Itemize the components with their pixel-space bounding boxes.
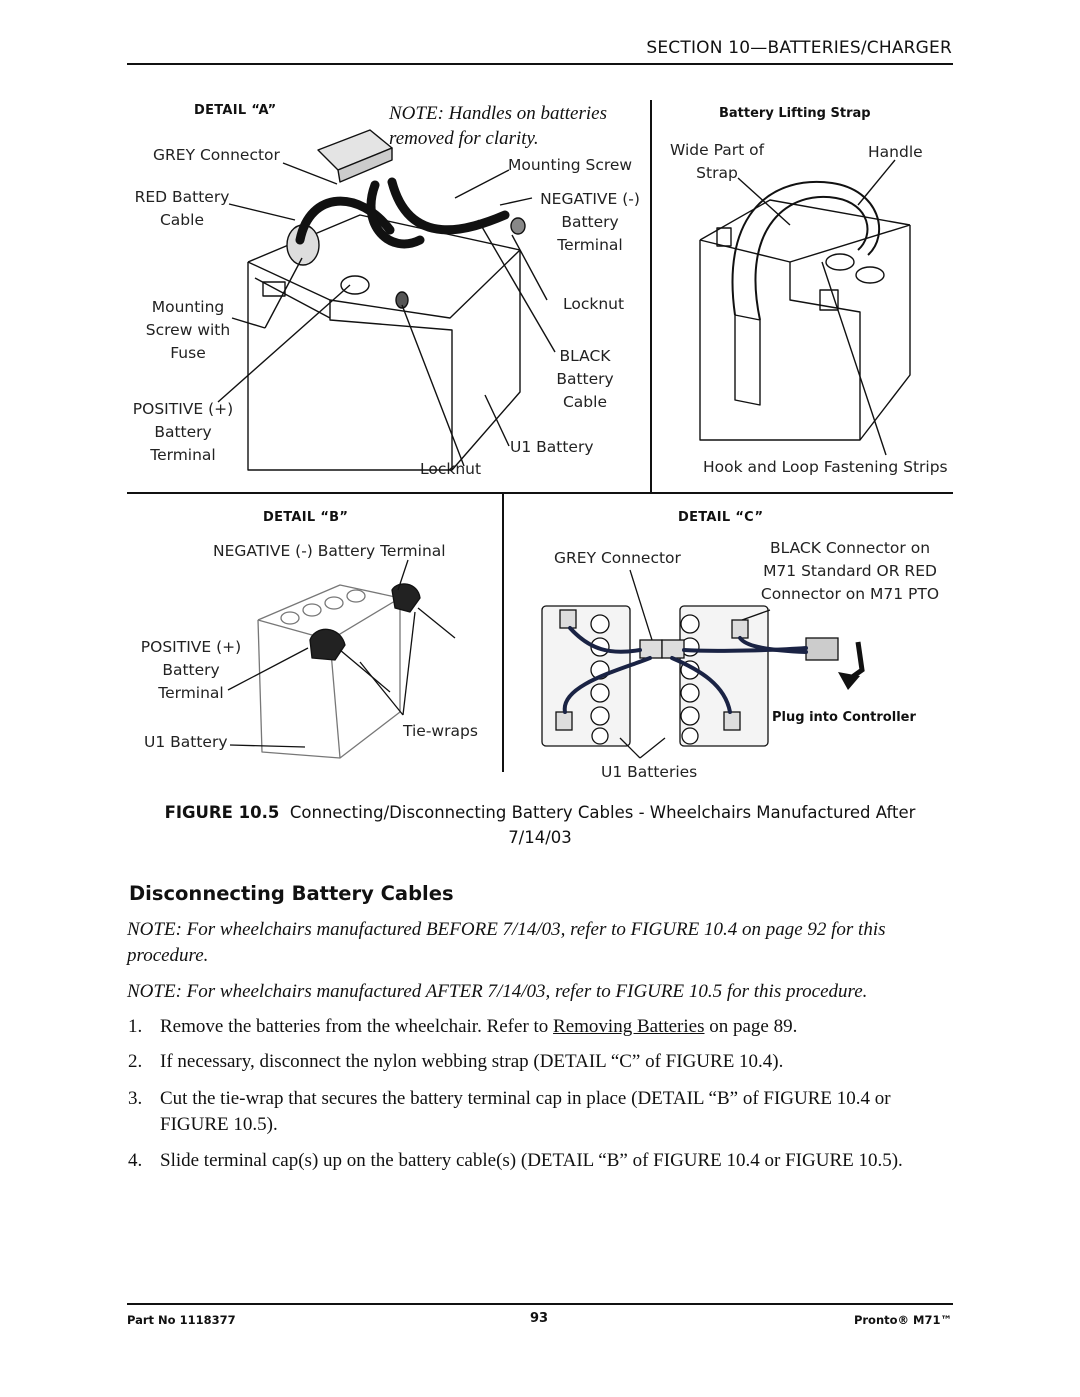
label-locknut-right: Locknut <box>563 295 625 313</box>
step-2: 2. If necessary, disconnect the nylon we… <box>128 1049 958 1075</box>
figure-caption-line1: FIGURE 10.5 Connecting/Disconnecting Bat… <box>0 803 1080 822</box>
figure-vertical-divider-bottom <box>502 494 504 772</box>
label-tie-wraps: Tie-wraps <box>403 722 478 740</box>
step-number: 3. <box>128 1088 143 1109</box>
footer-part-no: Part No 1118377 <box>127 1313 236 1327</box>
section-title: Disconnecting Battery Cables <box>129 882 454 905</box>
label-negative-terminal-a: NEGATIVE (-) Battery Terminal <box>540 190 640 254</box>
label-mounting-screw: Mounting Screw <box>508 156 633 174</box>
step-text: If necessary, disconnect the nylon webbi… <box>160 1051 784 1072</box>
section-header: SECTION 10—BATTERIES/CHARGER <box>646 38 952 58</box>
step-number: 4. <box>128 1150 143 1171</box>
figure-vertical-divider-top <box>650 100 652 492</box>
step-1: 1. Remove the batteries from the wheelch… <box>128 1014 958 1040</box>
figure-caption-line2: 7/14/03 <box>508 828 572 847</box>
note-before: NOTE: For wheelchairs manufactured BEFOR… <box>127 919 886 966</box>
label-locknut-bottom: Locknut <box>420 460 482 478</box>
figure-label: FIGURE 10.5 <box>164 803 280 822</box>
label-negative-terminal-b: NEGATIVE (-) Battery Terminal <box>213 542 446 560</box>
detail-a-note-line2: removed for clarity. <box>389 128 539 149</box>
step-text: Remove the batteries from the wheelchair… <box>160 1014 940 1040</box>
label-wide-part-of-strap: Wide Part of Strap <box>669 141 765 182</box>
label-black-connector: BLACK Connector on M71 Standard OR RED C… <box>760 539 940 603</box>
step-number: 1. <box>128 1016 143 1037</box>
label-grey-connector-c: GREY Connector <box>554 549 681 567</box>
detail-b-c-illustration <box>227 559 865 759</box>
header-rule <box>127 63 953 65</box>
lifting-strap-title: Battery Lifting Strap <box>719 106 871 121</box>
detail-a-illustration <box>217 129 911 471</box>
label-red-battery-cable: RED Battery Cable <box>134 188 230 229</box>
step-1-text-post: on page 89. <box>704 1016 798 1037</box>
label-mounting-screw-fuse: Mounting Screw with Fuse <box>145 298 231 362</box>
step-text: Slide terminal cap(s) up on the battery … <box>160 1150 903 1171</box>
detail-a-title: DETAIL “A” <box>194 103 277 118</box>
footer-rule <box>127 1303 953 1305</box>
note-after: NOTE: For wheelchairs manufactured AFTER… <box>127 981 868 1002</box>
label-u1-battery-a: U1 Battery <box>510 438 594 456</box>
figure-horizontal-divider <box>127 492 953 494</box>
footer-product: Pronto® M71™ <box>853 1313 952 1327</box>
footer-page-number: 93 <box>530 1311 549 1326</box>
step-4: 4. Slide terminal cap(s) up on the batte… <box>128 1148 958 1200</box>
figure-caption-text: Connecting/Disconnecting Battery Cables … <box>289 803 916 822</box>
detail-a-note-line1: NOTE: Handles on batteries <box>389 103 607 124</box>
label-grey-connector-a: GREY Connector <box>153 146 280 164</box>
label-u1-batteries: U1 Batteries <box>601 763 698 781</box>
removing-batteries-link[interactable]: Removing Batteries <box>553 1016 705 1037</box>
detail-b-title: DETAIL “B” <box>263 510 349 525</box>
label-plug-into-controller: Plug into Controller <box>772 710 916 725</box>
label-handle: Handle <box>868 143 923 161</box>
step-3: 3. Cut the tie-wrap that secures the bat… <box>128 1086 958 1138</box>
step-1-text-pre: Remove the batteries from the wheelchair… <box>160 1016 554 1037</box>
label-black-battery-cable: BLACK Battery Cable <box>556 347 614 411</box>
label-hook-loop-strips: Hook and Loop Fastening Strips <box>703 458 948 476</box>
label-u1-battery-b: U1 Battery <box>144 733 228 751</box>
detail-c-title: DETAIL “C” <box>678 510 764 525</box>
step-text: Cut the tie-wrap that secures the batter… <box>160 1088 891 1135</box>
step-number: 2. <box>128 1051 143 1072</box>
label-positive-terminal-b: POSITIVE (+) Battery Terminal <box>140 638 242 702</box>
label-positive-terminal-a: POSITIVE (+) Battery Terminal <box>132 400 234 464</box>
